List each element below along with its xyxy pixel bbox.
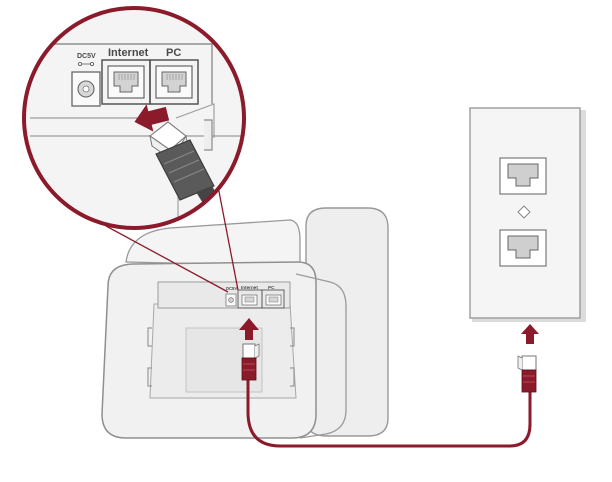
power-symbol-icon <box>78 62 95 67</box>
phone-side <box>295 273 347 439</box>
arrow-up-icon <box>521 324 539 344</box>
ethernet-port-icon <box>499 157 547 195</box>
phone-internet-label: Internet <box>241 285 258 290</box>
arrow-up-icon <box>239 318 259 340</box>
ethernet-plug-icon <box>517 355 537 393</box>
callout-lines <box>105 175 239 293</box>
zoom-pc-label: PC <box>166 47 181 59</box>
power-jack-icon <box>225 293 237 307</box>
zoom-pc-frame <box>149 59 199 105</box>
power-jack-icon <box>71 71 101 107</box>
wall-plate-screw <box>517 205 531 219</box>
ethernet-port-icon <box>107 65 145 99</box>
phone-top-ridge <box>125 219 301 267</box>
zoom-power-label: DC5V <box>77 53 96 60</box>
zoom-internet-label: Internet <box>108 47 149 59</box>
ethernet-port-icon <box>499 229 547 267</box>
wall-jack-plate <box>469 107 586 322</box>
ethernet-plug-icon <box>241 343 260 381</box>
phone-stand-clips <box>147 327 295 387</box>
ethernet-port-icon <box>265 294 282 306</box>
ethernet-cable <box>246 380 532 448</box>
phone-pc-frame <box>261 289 285 309</box>
ethernet-port-icon <box>241 294 258 306</box>
phone-power-label: DC5V <box>226 286 237 291</box>
phone-handset <box>305 207 389 437</box>
ethernet-port-icon <box>155 65 193 99</box>
phone-pc-label: PC <box>268 285 275 290</box>
arrow-left-icon <box>134 104 170 132</box>
zoom-callout: DC5V Internet <box>22 6 246 230</box>
